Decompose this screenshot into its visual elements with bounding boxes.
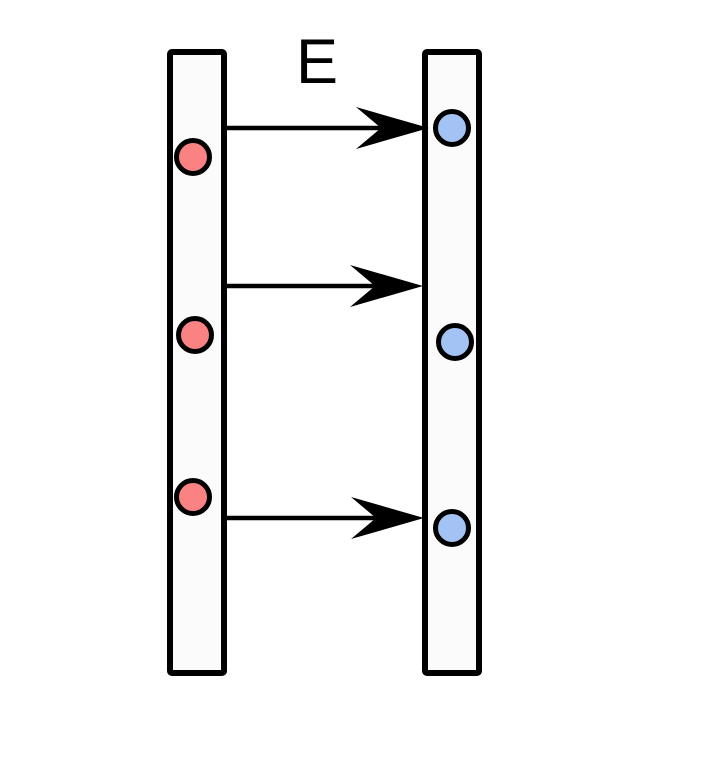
right-plate-charge-1	[433, 109, 471, 147]
electric-field-label: E	[296, 27, 338, 97]
left-plate-charge-3	[174, 478, 212, 516]
field-arrowhead-bottom-icon	[351, 497, 424, 539]
left-plate	[167, 49, 227, 676]
right-plate-charge-2	[436, 323, 474, 361]
right-plate-charge-3	[433, 509, 471, 547]
field-arrowhead-middle-icon	[350, 265, 423, 307]
field-arrowhead-top-icon	[356, 107, 429, 149]
left-plate-charge-1	[174, 138, 212, 176]
left-plate-charge-2	[176, 316, 214, 354]
